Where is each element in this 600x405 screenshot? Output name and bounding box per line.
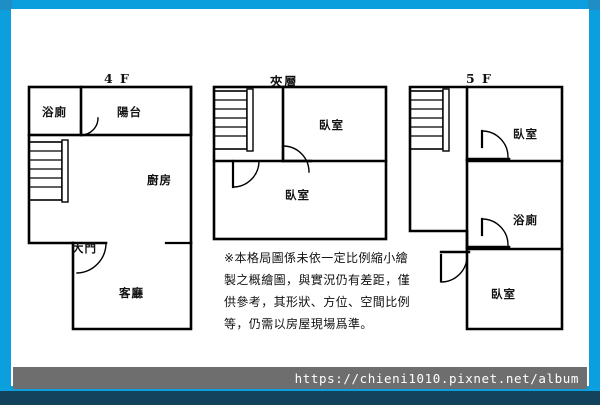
room-label-5f-bedroom-upper: 臥室 (513, 127, 538, 141)
watermark-bar: https://chieni1010.pixnet.net/album (13, 367, 587, 389)
disclaimer-note: ※本格局圖係未依一定比例縮小繪 製之概繪圖，與實況仍有差距，僅 供參考，其形狀、… (224, 247, 424, 335)
room-label-mezzanine-bedroom-lower: 臥室 (285, 188, 310, 202)
room-label-4f-kitchen: 廚房 (147, 173, 172, 187)
plan-5f-walls (408, 85, 564, 331)
floor-title-5f: 5 F (466, 71, 493, 86)
border-corner-top-left (0, 0, 12, 10)
room-label-4f-main-door: 大門 (72, 241, 97, 255)
room-label-4f-balcony: 陽台 (117, 105, 142, 119)
disclaimer-line-2: 製之概繪圖，與實況仍有差距，僅 (224, 273, 411, 287)
border-corner-top-right (588, 0, 600, 10)
plan-mezzanine-walls (212, 85, 388, 241)
floor-plan-linework (27, 85, 564, 331)
disclaimer-line-3: 供參考，其形狀、方位、空間比例 (224, 295, 411, 309)
room-label-5f-bedroom-lower: 臥室 (491, 287, 516, 301)
room-label-5f-bathroom: 浴廁 (513, 213, 538, 227)
disclaimer-line-4: 等，仍需以房屋現場爲準。 (224, 317, 373, 331)
floor-title-mezzanine: 夾層 (270, 74, 299, 89)
floor-title-4f: 4 F (104, 71, 131, 86)
footer-strip (0, 391, 600, 405)
watermark-url: https://chieni1010.pixnet.net/album (294, 370, 579, 386)
floor-plans-container: 4 F 夾層 5 F (11, 9, 589, 369)
room-label-4f-bathroom: 浴廁 (42, 105, 67, 119)
room-label-mezzanine-bedroom-upper: 臥室 (319, 118, 344, 132)
room-label-4f-living-room: 客廳 (119, 286, 144, 300)
disclaimer-line-1: ※本格局圖係未依一定比例縮小繪 (224, 251, 409, 265)
image-canvas (11, 9, 589, 386)
plan-4f-walls (27, 85, 193, 331)
